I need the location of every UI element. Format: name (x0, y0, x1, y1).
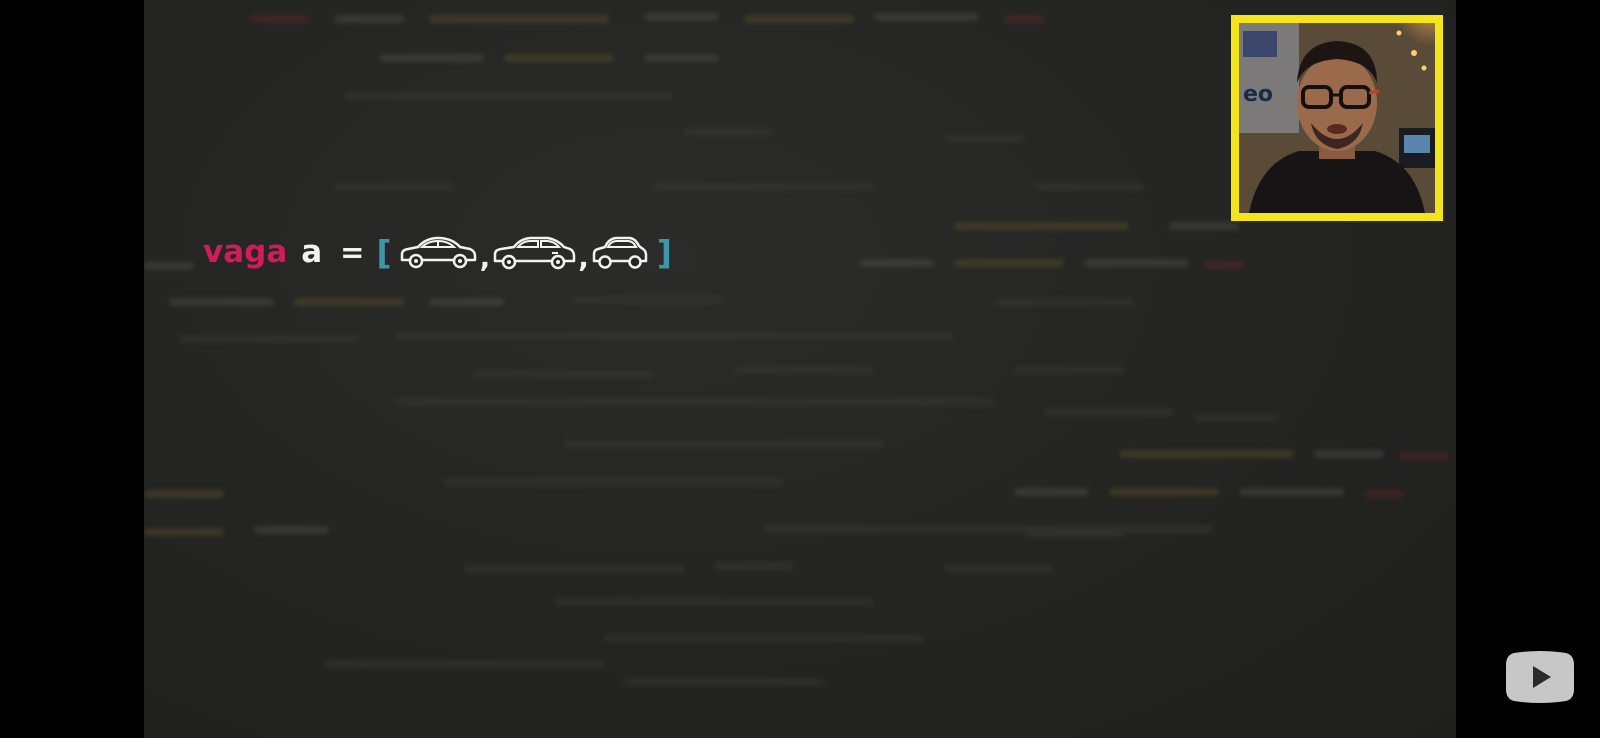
small-car-icon (591, 232, 649, 272)
svg-text:eo: eo (1243, 82, 1273, 107)
keyword-vaga: vaga (203, 234, 288, 270)
code-expression: vaga a = [ , (203, 228, 672, 276)
presenter-webcam: eo (1231, 15, 1443, 221)
close-bracket: ] (656, 232, 672, 272)
variable-name: a (301, 234, 323, 270)
play-button[interactable] (1504, 649, 1576, 705)
play-icon (1506, 651, 1574, 703)
open-bracket: [ (376, 232, 392, 272)
sedan-car-icon (398, 232, 478, 272)
separator-1: , (479, 240, 491, 274)
presenter-image: eo (1239, 23, 1435, 213)
separator-2: , (578, 240, 589, 274)
assignment-operator: = (340, 235, 365, 269)
hatchback-car-icon (492, 232, 576, 272)
